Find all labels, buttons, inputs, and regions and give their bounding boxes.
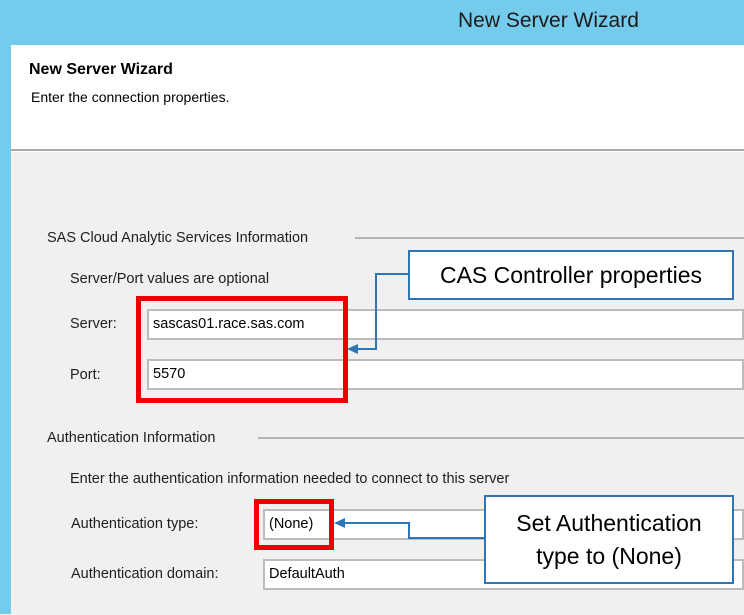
auth-group-title: Authentication Information: [47, 430, 222, 446]
auth-info-note: Enter the authentication information nee…: [70, 471, 510, 487]
window-titlebar[interactable]: New Server Wizard: [0, 0, 744, 45]
auth-type-callout: Set Authentication type to (None): [484, 495, 734, 584]
cas-callout-text: CAS Controller properties: [439, 261, 703, 288]
port-input[interactable]: 5570: [147, 359, 744, 390]
server-label: Server:: [70, 316, 117, 332]
auth-callout-line1: Set Authentication: [516, 509, 702, 536]
cas-optional-note: Server/Port values are optional: [70, 271, 270, 287]
auth-group-divider: [258, 437, 744, 439]
window-title: New Server Wizard: [458, 9, 639, 32]
cas-group-title: SAS Cloud Analytic Services Information: [47, 230, 315, 246]
cas-controller-callout: CAS Controller properties: [408, 250, 734, 300]
cas-group-divider: [355, 237, 744, 239]
wizard-title: New Server Wizard: [29, 61, 173, 78]
port-label: Port:: [70, 367, 101, 383]
auth-domain-label: Authentication domain:: [71, 566, 219, 582]
auth-type-label: Authentication type:: [71, 516, 199, 532]
auth-callout-line2: type to (None): [536, 542, 682, 569]
wizard-subtitle: Enter the connection properties.: [31, 89, 230, 105]
window-frame-left: [0, 45, 11, 614]
server-input[interactable]: sascas01.race.sas.com: [147, 309, 744, 340]
wizard-header: New Server Wizard Enter the connection p…: [11, 45, 744, 151]
